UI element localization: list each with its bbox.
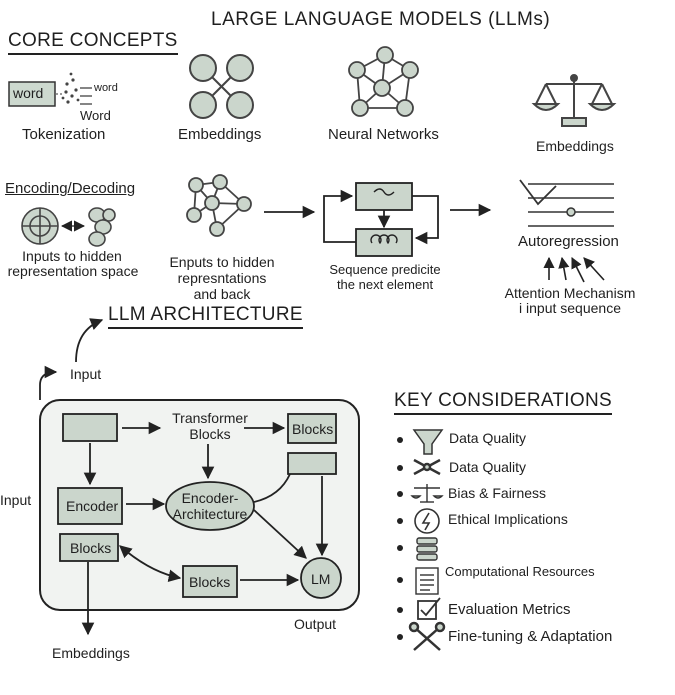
network-graph-icon — [186, 174, 252, 237]
checkbox-icon — [417, 597, 441, 620]
blocks-top-label: Blocks — [292, 421, 334, 437]
tokenization-box-word: word — [13, 85, 44, 101]
balance-scale-icon — [531, 74, 617, 127]
scale-icon — [410, 484, 444, 503]
server-stack-icon — [416, 537, 438, 561]
consideration-item-1: Data Quality — [449, 430, 527, 446]
blocks-bottom-label: Blocks — [189, 574, 231, 590]
tokenization-label: Tokenization — [22, 126, 106, 143]
attention-arrows-icon — [543, 256, 605, 283]
transformer-line-2: Blocks — [189, 426, 231, 442]
encoder-arch-line-2: Architecture — [172, 506, 248, 522]
attention-line-1: Attention Mechanism — [504, 285, 636, 301]
consideration-item-7: Evaluation Metrics — [448, 601, 571, 618]
document-icon — [415, 567, 439, 595]
encoder-arch-line-1: Encoder- — [181, 490, 239, 506]
encoding-decoding-heading: Encoding/Decoding — [5, 180, 136, 197]
enputs-line-1: Enputs to hidden — [169, 254, 275, 270]
neural-networks-label: Neural Networks — [328, 126, 439, 143]
consideration-item-6: Computational Resources — [445, 564, 595, 579]
sequence-line-1: Sequence predicite — [329, 262, 441, 277]
encoding-decoding-icon — [21, 207, 116, 247]
enputs-line-2: represntations — [177, 270, 267, 286]
embeddings-label-2: Embeddings — [536, 138, 614, 154]
page-title: LARGE LANGUAGE MODELS (LLMs) — [211, 9, 551, 30]
blocks-left-label: Blocks — [70, 540, 112, 556]
bullets — [397, 437, 403, 640]
funnel-icon — [412, 429, 444, 455]
token-word-1: word — [94, 82, 118, 94]
autoregression-icon — [519, 179, 614, 227]
llm-architecture-heading: LLM ARCHITECTURE — [108, 304, 303, 329]
tools-icon — [408, 621, 446, 651]
transformer-line-1: Transformer — [172, 410, 248, 426]
output-label: Output — [294, 616, 337, 632]
consideration-item-2: Data Quality — [449, 459, 527, 475]
sequence-line-2: the next element — [336, 277, 434, 292]
encoding-caption-1: Inputs to hidden — [22, 248, 122, 264]
encoder-label: Encoder — [66, 498, 119, 514]
crossed-arrows-icon — [413, 458, 441, 476]
tokenization-icon — [8, 72, 92, 107]
enputs-line-3: and back — [193, 286, 251, 302]
lightning-circle-icon — [414, 508, 440, 534]
embeddings-icon — [189, 54, 254, 119]
lm-label: LM — [311, 571, 331, 587]
encoding-caption-2: representation space — [7, 263, 139, 279]
key-considerations-heading: KEY CONSIDERATIONS — [394, 390, 612, 415]
autoregression-label: Autoregression — [518, 233, 619, 250]
architecture-diagram — [39, 318, 360, 636]
consideration-item-4: Ethical Implications — [448, 511, 568, 527]
arch-input-top: Input — [70, 366, 102, 382]
consideration-item-3: Bias & Fairness — [448, 485, 547, 501]
token-word-2: Word — [80, 108, 111, 123]
arch-embeddings-label: Embeddings — [52, 645, 130, 661]
arch-input-left: Input — [0, 492, 32, 508]
sequence-loop-diagram — [264, 182, 492, 257]
neural-network-icon — [348, 46, 419, 117]
embeddings-label: Embeddings — [178, 126, 262, 143]
consideration-item-8: Fine-tuning & Adaptation — [448, 628, 613, 645]
core-concepts-heading: CORE CONCEPTS — [8, 30, 178, 55]
attention-line-2: i input sequence — [519, 300, 621, 316]
